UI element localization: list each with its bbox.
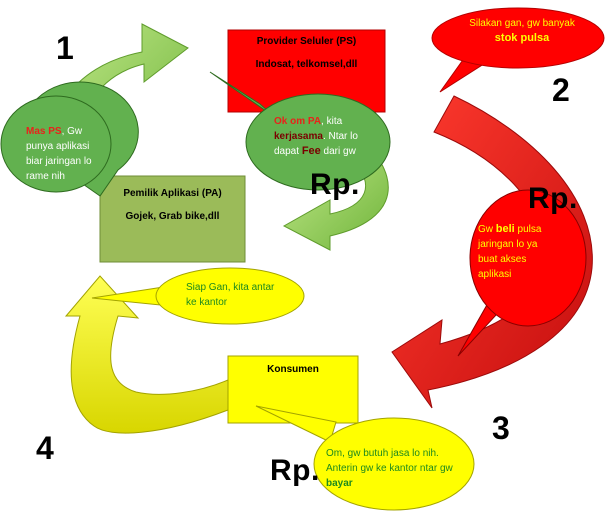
- bubble-ok-om-text: Ok om PA, kita kerjasama. Ntar lo dapat …: [274, 114, 370, 159]
- bubble-mas-ps-rest: , Gw punya aplikasi biar jaringan lo ram…: [26, 126, 92, 182]
- bubble-ok-om-e: Fee: [301, 145, 321, 157]
- bubble-ok-om-body: [245, 93, 391, 191]
- pemilik-title: Pemilik Aplikasi (PA): [123, 188, 222, 199]
- bubble-ok-om-b: , kita: [321, 116, 343, 127]
- konsumen-box: Konsumen: [228, 364, 358, 375]
- pemilik-box: Pemilik Aplikasi (PA) Gojek, Grab bike,d…: [100, 188, 245, 222]
- green-curved-arrow-bottom: [282, 149, 389, 251]
- currency-label-yellow: Rp.: [270, 454, 320, 487]
- bubble-silakan-b: stok pulsa: [494, 32, 550, 44]
- bubble-siap-a: Siap Gan, kita antar ke kantor: [186, 282, 275, 308]
- step-number-3: 3: [492, 410, 510, 446]
- provider-subtitle: Indosat, telkomsel,dll: [255, 59, 358, 70]
- bubble-mas-ps-body: [0, 95, 112, 193]
- konsumen-title: Konsumen: [267, 364, 319, 375]
- step-number-1: 1: [56, 30, 74, 66]
- bubble-gw-beli-text: Gw beli pulsa jaringan lo ya buat akses …: [478, 222, 558, 282]
- currency-label-red: Rp.: [528, 182, 578, 215]
- bubble-gw-beli-body: [469, 189, 587, 327]
- bubble-gw-beli-a: Gw: [478, 224, 496, 235]
- bubble-om-gw-b: bayar: [326, 478, 353, 489]
- bubble-om-gw-a: Om, gw butuh jasa lo nih. Anterin gw ke …: [326, 448, 453, 474]
- provider-title: Provider Seluler (PS): [256, 36, 357, 47]
- bubble-om-gw-text: Om, gw butuh jasa lo nih. Anterin gw ke …: [326, 446, 456, 491]
- bubble-mas-ps-bold: Mas PS: [26, 126, 62, 137]
- yellow-curved-arrow: [64, 275, 229, 434]
- bubble-ok-om-a: Ok om PA: [274, 116, 322, 127]
- bubble-siap-text: Siap Gan, kita antar ke kantor: [186, 280, 286, 310]
- step-number-4: 4: [36, 430, 54, 466]
- bubble-ok-om-f: dari gw: [320, 146, 356, 157]
- bubble-gw-beli-c: pulsa jaringan lo ya buat akses aplikasi: [478, 224, 542, 280]
- bubble-ok-om-d: . Ntar lo dapat: [274, 131, 358, 157]
- currency-label-green: Rp.: [310, 168, 360, 201]
- pemilik-subtitle: Gojek, Grab bike,dll: [125, 211, 220, 222]
- bubble-mas-ps-text: Mas PS, Gw punya aplikasi biar jaringan …: [26, 124, 106, 184]
- bubble-silakan-body: [431, 7, 605, 69]
- bubble-silakan-text: Silakan gan, gw banyak stok pulsa: [462, 16, 582, 46]
- bubble-om-gw-tail: [255, 405, 337, 443]
- provider-box: Provider Seluler (PS) Indosat, telkomsel…: [228, 36, 385, 70]
- step-number-2: 2: [552, 72, 570, 108]
- bubble-siap-body: [155, 267, 305, 325]
- konsumen-box-shape: [227, 355, 359, 424]
- bubble-om-gw-body: [313, 417, 475, 511]
- bubble-silakan-a: Silakan gan, gw banyak: [469, 18, 575, 29]
- pemilik-box-shape: [99, 175, 246, 263]
- bubble-ok-om-c: kerjasama: [274, 131, 323, 142]
- bubble-gw-beli-b: beli: [495, 223, 515, 235]
